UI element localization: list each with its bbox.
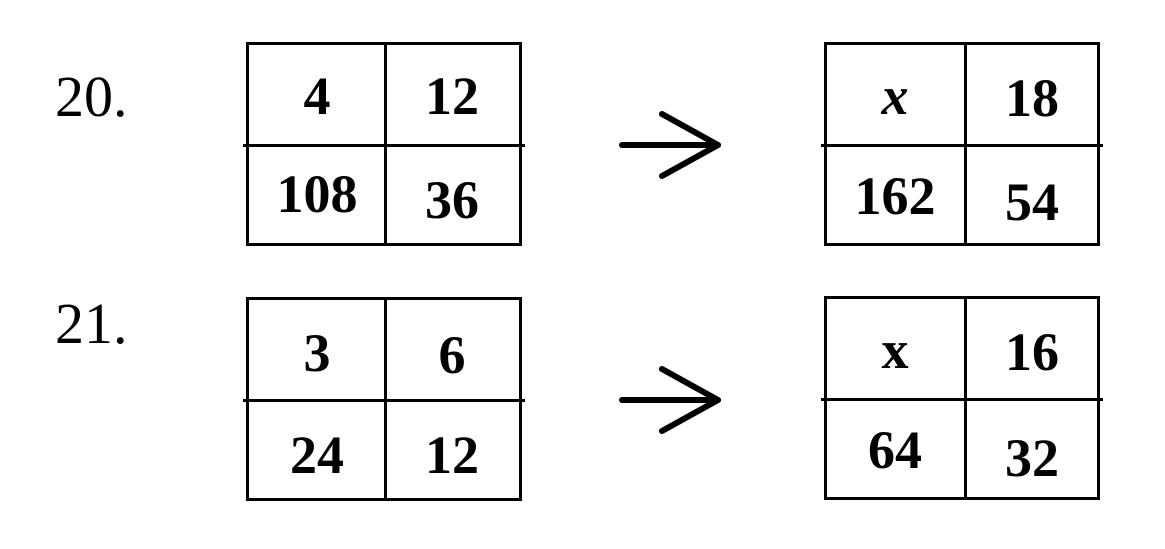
target-grid: x 18 162 54 [821,42,1103,246]
grid-cell-bottom-left: 162 [854,166,936,226]
grid-cell-bottom-left: 24 [290,425,344,485]
grid-cell-top-left: 4 [303,66,331,126]
grid-cell-top-left: 3 [303,323,331,383]
grid-cell-bottom-left: 64 [868,420,922,480]
problem-number: 21. [55,291,128,356]
grid-cell-bottom-right: 12 [425,425,479,485]
grid-cell-top-left: x [881,320,909,380]
target-grid: x 16 64 32 [821,296,1103,500]
grid-cell-bottom-right: 32 [1005,428,1059,488]
grid-cell-top-right: 6 [438,325,466,385]
right-arrow-icon [619,111,721,179]
source-grid: 3 6 24 12 [243,297,525,501]
right-arrow-icon [619,366,721,434]
grid-cell-bottom-right: 36 [425,170,479,230]
grid-cell-bottom-right: 54 [1005,172,1059,232]
problem-number: 20. [55,64,128,129]
grid-cell-top-right: 18 [1005,68,1059,128]
source-grid: 4 12 108 36 [243,42,525,246]
grid-cell-bottom-left: 108 [276,164,358,224]
grid-cell-top-left: x [881,66,909,126]
grid-cell-top-right: 12 [425,66,479,126]
grid-cell-top-right: 16 [1005,322,1059,382]
